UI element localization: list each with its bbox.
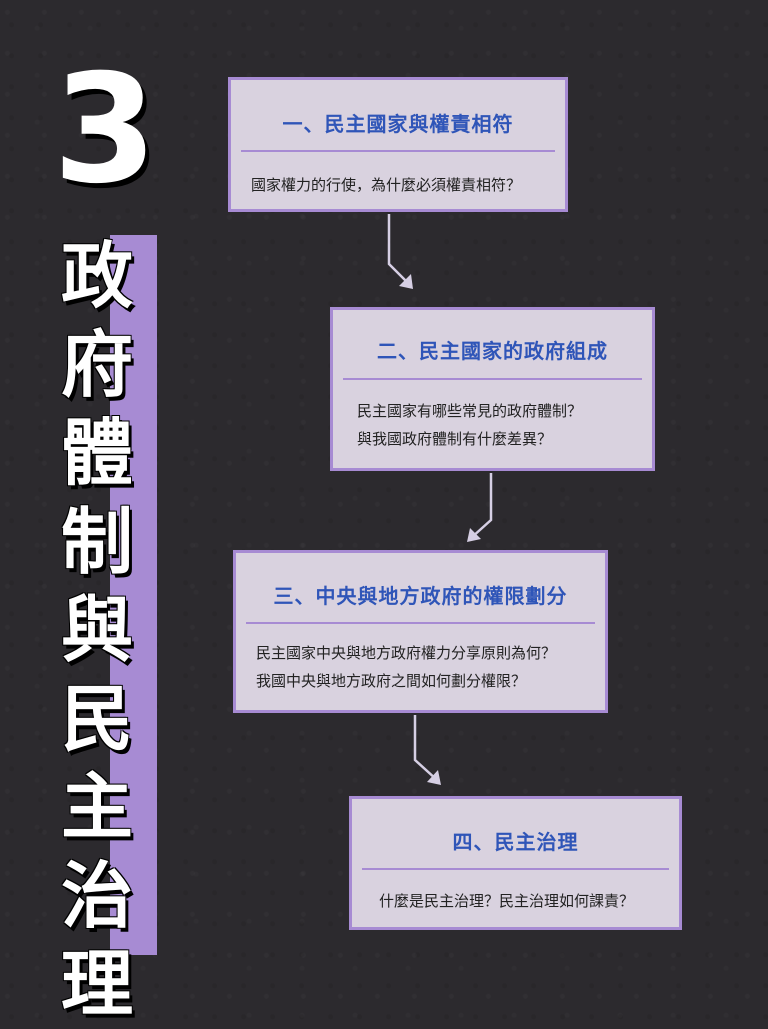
chapter-title-char: 府 [60,322,133,407]
section-title: 四、民主治理 [452,830,579,854]
section-questions: 國家權力的行使，為什麼必須權責相符？ [251,171,521,199]
section-box-3: 三、中央與地方政府的權限劃分 民主國家中央與地方政府權力分享原則為何？ 我國中央… [233,550,608,713]
arrowhead-3 [427,770,441,785]
section-question: 與我國政府體制有什麼差異？ [357,430,553,448]
section-title: 三、中央與地方政府的權限劃分 [273,584,568,608]
chapter-title-char: 與 [60,588,133,672]
section-box-2: 二、民主國家的政府組成 民主國家有哪些常見的政府體制？ 與我國政府體制有什麼差異… [330,307,655,471]
section-question: 民主國家有哪些常見的政府體制？ [357,402,583,420]
section-divider [362,868,669,870]
section-questions: 民主國家中央與地方政府權力分享原則為何？ 我國中央與地方政府之間如何劃分權限？ [256,639,556,695]
section-question: 什麼是民主治理？民主治理如何課責？ [379,892,635,910]
connector-arrow-2 [470,473,493,539]
chapter-title-char: 主 [60,765,133,849]
chapter-title-char: 理 [60,942,133,1026]
connector-arrow-1 [387,214,410,285]
chapter-number: 3 [52,43,158,217]
arrowhead-1 [399,274,413,289]
connector-arrow-3 [413,715,438,781]
title-accent-bar [110,235,157,955]
section-question: 民主國家中央與地方政府權力分享原則為何？ [256,644,557,662]
chapter-title-char: 治 [60,853,133,938]
arrowhead-2 [467,528,481,542]
section-box-1: 一、民主國家與權責相符 國家權力的行使，為什麼必須權責相符？ [228,77,568,212]
chapter-title: 政 府 體 制 與 民 主 治 理 [57,232,137,1029]
section-questions: 什麼是民主治理？民主治理如何課責？ [379,887,634,915]
section-box-4: 四、民主治理 什麼是民主治理？民主治理如何課責？ [349,796,682,930]
section-questions: 民主國家有哪些常見的政府體制？ 與我國政府體制有什麼差異？ [357,397,582,453]
section-question: 國家權力的行使，為什麼必須權責相符？ [251,176,522,194]
section-title: 二、民主國家的政府組成 [377,339,608,363]
section-divider [343,378,642,380]
section-title: 一、民主國家與權責相符 [282,112,514,136]
section-question: 我國中央與地方政府之間如何劃分權限？ [256,672,527,690]
chapter-title-char: 體 [60,411,133,495]
chapter-title-char: 民 [60,676,133,761]
chapter-title-char: 政 [60,234,133,318]
section-divider [241,150,555,152]
chapter-title-char: 制 [60,499,133,584]
section-divider [246,622,595,624]
